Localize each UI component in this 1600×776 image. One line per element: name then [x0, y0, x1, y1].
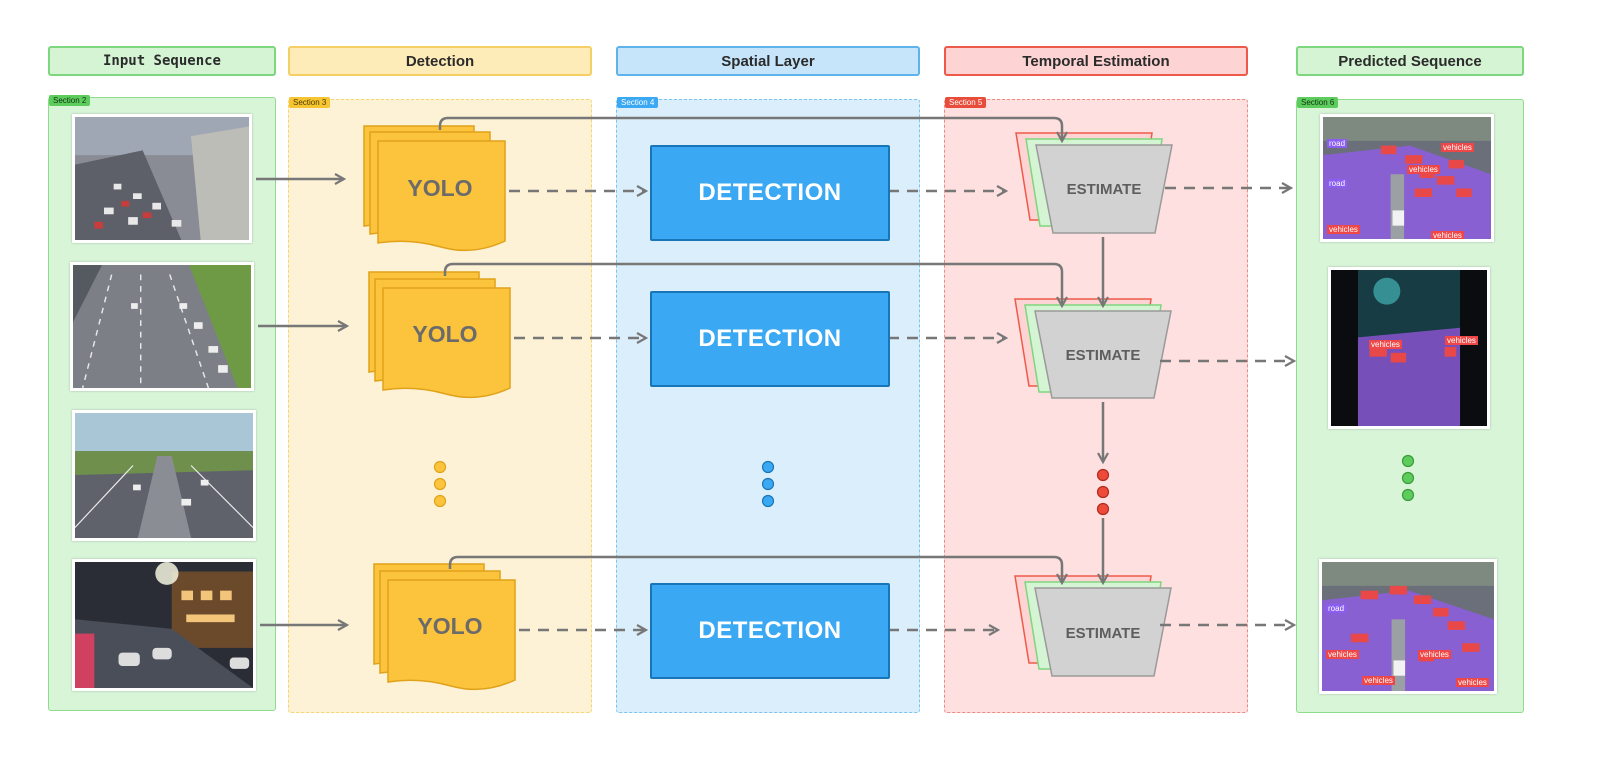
header-input-sequence: Input Sequence [48, 46, 276, 76]
output-frame-3: road vehicles vehicles vehicles vehicles [1319, 559, 1497, 694]
ellipsis-dots-predicted [1401, 454, 1415, 502]
section-tag: Section 4 [617, 97, 659, 108]
ellipsis-dots-temporal [1096, 468, 1110, 516]
skip-connections [438, 116, 1062, 583]
input-frame-2 [70, 262, 254, 391]
header-temporal-estimation: Temporal Estimation [944, 46, 1248, 76]
yolo-stack-2 [368, 271, 511, 399]
input-frame-1 [72, 114, 252, 243]
section-tag: Section 3 [289, 97, 331, 108]
yolo-stack-3 [373, 563, 516, 691]
estimate-stack-3 [1014, 575, 1172, 677]
header-predicted-sequence: Predicted Sequence [1296, 46, 1524, 76]
detection-box: DETECTION [650, 145, 890, 241]
input-arrows [256, 179, 347, 625]
header-spatial-layer: Spatial Layer [616, 46, 920, 76]
detection-box: DETECTION [650, 291, 890, 387]
section-tag: Section 5 [945, 97, 987, 108]
input-frame-3 [72, 410, 256, 541]
yolo-stack-1 [363, 125, 506, 252]
estimate-stack-2 [1014, 298, 1172, 399]
ellipsis-dots-detection [433, 460, 447, 508]
detection-box: DETECTION [650, 583, 890, 679]
header-detection: Detection [288, 46, 592, 76]
section-tag: Section 6 [1297, 97, 1339, 108]
section-tag: Section 2 [49, 95, 91, 106]
estimate-stack-1 [1015, 132, 1173, 234]
ellipsis-dots-spatial [761, 460, 775, 508]
input-frame-4 [72, 559, 256, 691]
dashed-arrows [509, 188, 1294, 630]
